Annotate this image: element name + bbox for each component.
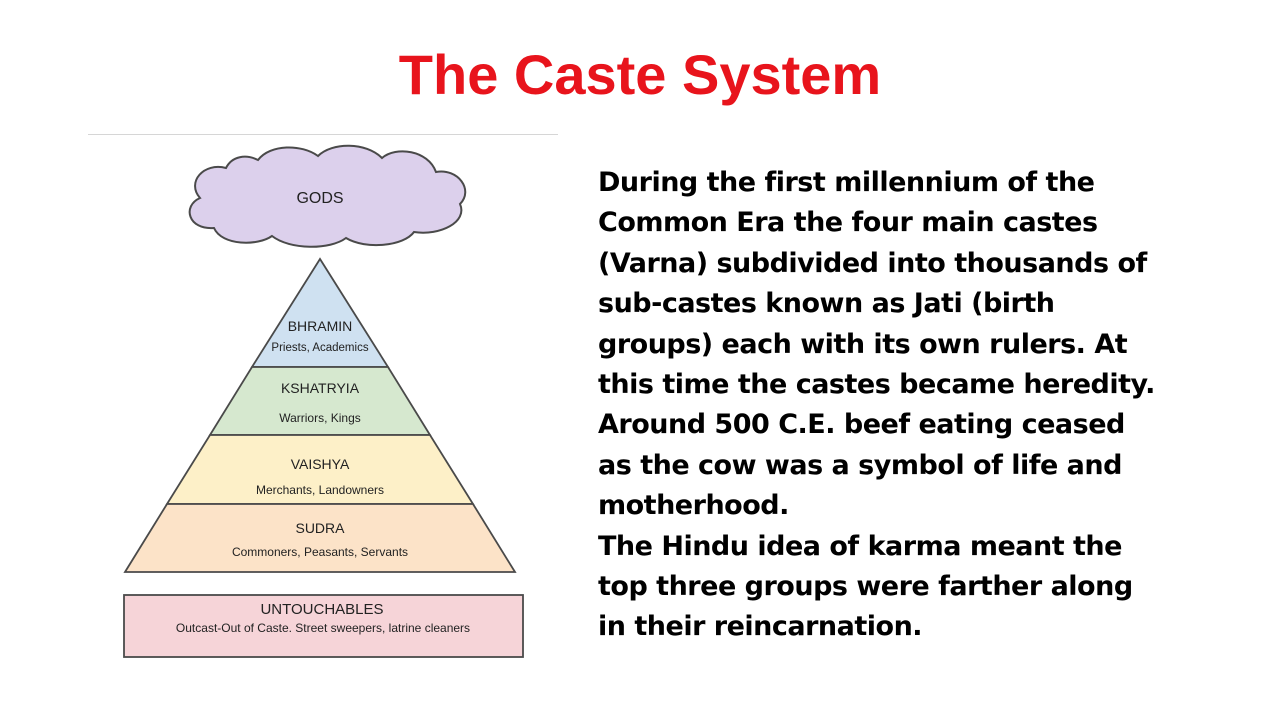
level-desc: Merchants, Landowners [256,483,384,497]
body-line: The Hindu idea of karma meant the [598,530,1122,562]
level-name: VAISHYA [291,456,350,472]
body-line: sub-castes known as Jati (birth [598,288,1055,320]
body-line: in their reincarnation. [598,611,923,643]
divider-line [88,134,558,135]
outcast-desc: Outcast-Out of Caste. Street sweepers, l… [176,621,470,635]
body-line: as the cow was a symbol of life and [598,449,1122,481]
level-desc: Priests, Academics [271,342,368,354]
pyramid-level-sudra: SUDRA Commoners, Peasants, Servants [123,503,517,573]
level-name: KSHATRYIA [281,380,360,396]
body-line: this time the castes became heredity. [598,369,1155,401]
level-name: SUDRA [295,520,345,536]
slide-title: The Caste System [398,43,882,106]
pyramid-level-vaishya: VAISHYA Merchants, Landowners [165,434,475,505]
body-line: groups) each with its own rulers. At [598,328,1128,360]
body-line: (Varna) subdivided into thousands of [598,247,1147,279]
caste-pyramid-diagram: GODS BHRAMIN Priests, Academics KSHATRYI… [123,144,524,658]
body-line: Around 500 C.E. beef eating ceased [598,409,1125,441]
body-paragraph: During the first millennium of the Commo… [598,163,1258,648]
untouchables-box: UNTOUCHABLES Outcast-Out of Caste. Stree… [123,594,524,658]
outcast-name: UNTOUCHABLES [260,601,383,618]
body-line: Common Era the four main castes [598,207,1098,239]
gods-cloud: GODS [188,144,467,248]
level-name: BHRAMIN [288,318,353,334]
body-line: motherhood. [598,490,789,522]
pyramid-level-kshatryia: KSHATRYIA Warriors, Kings [208,366,432,436]
pyramid-level-bhramin: BHRAMIN Priests, Academics [250,257,390,368]
body-line: During the first millennium of the [598,167,1095,198]
cloud-label: GODS [296,190,343,207]
level-desc: Commoners, Peasants, Servants [232,545,408,559]
level-desc: Warriors, Kings [279,411,361,425]
body-line: top three groups were farther along [598,571,1133,603]
